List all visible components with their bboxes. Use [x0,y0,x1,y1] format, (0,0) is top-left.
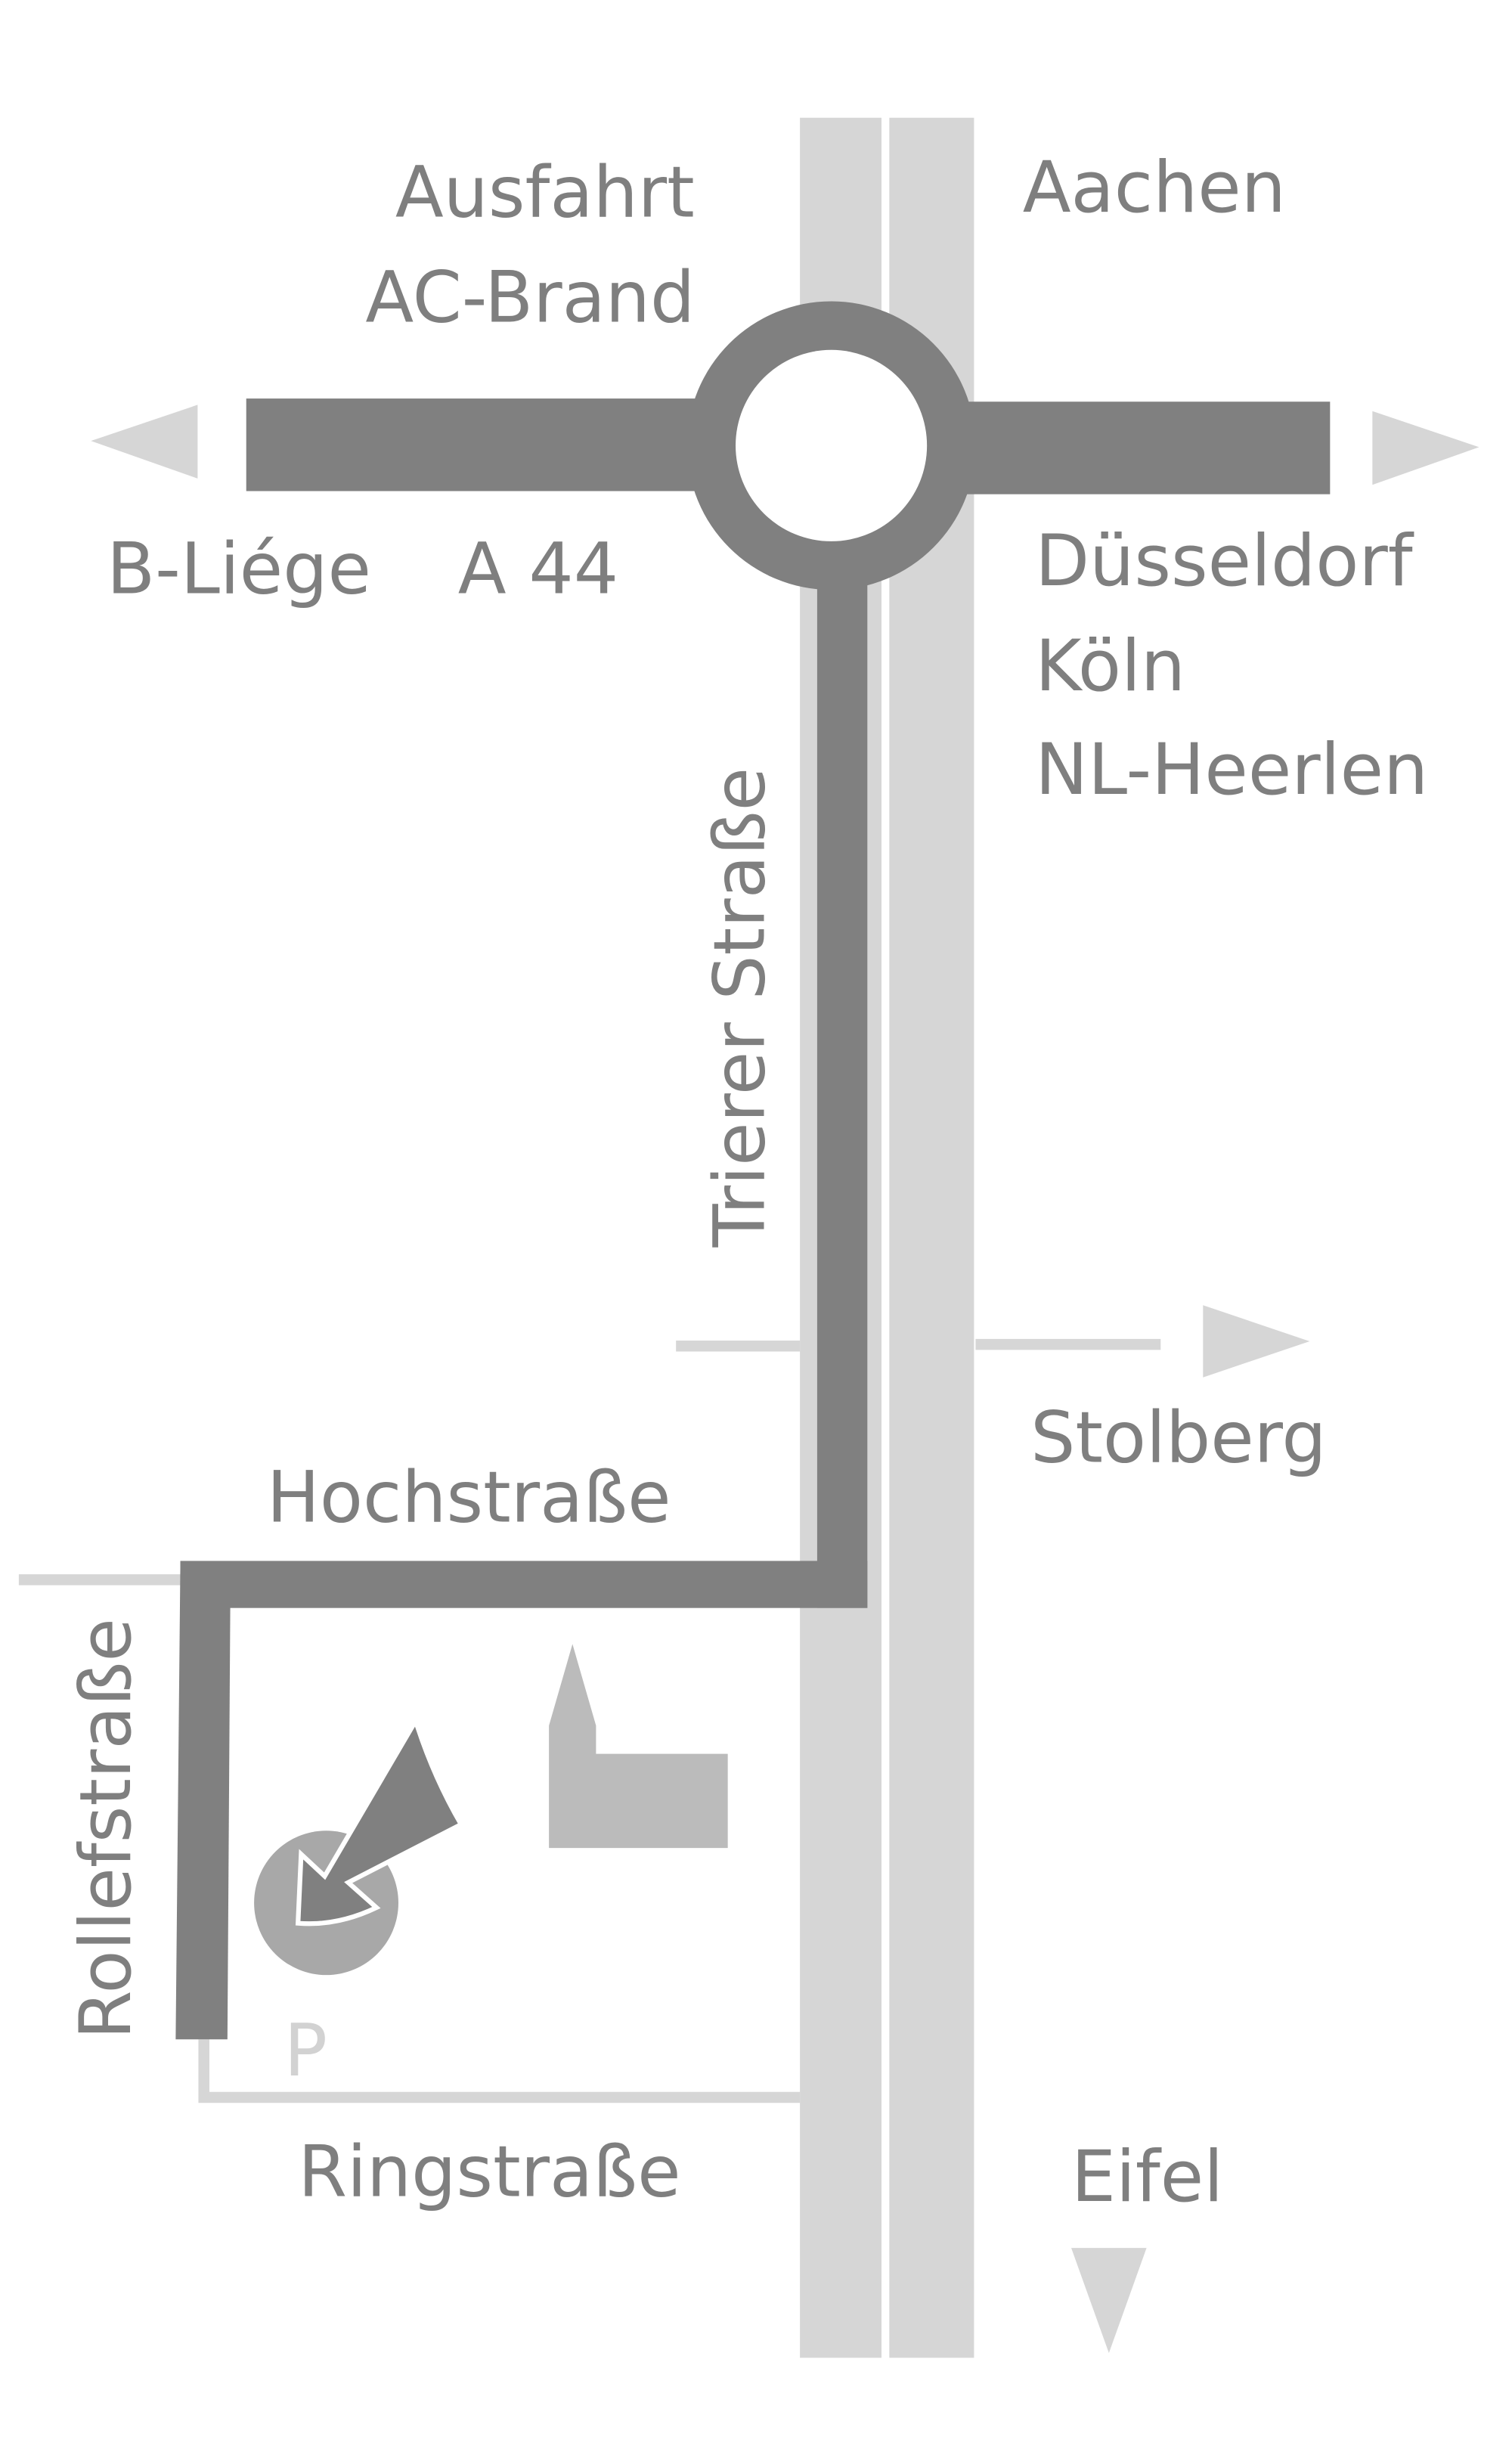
arrow-eifel-icon [1071,2248,1147,2354]
destination-arrow-icon [295,1715,465,1927]
label-ringstrasse: Ringstraße [298,2131,680,2214]
label-koeln: Köln [1035,625,1185,708]
label-a44: A 44 [458,528,618,610]
label-exit-line1: Ausfahrt [395,151,695,234]
label-heerlen: NL-Heerlen [1035,729,1428,811]
main-route [175,301,1331,2040]
arrow-east-icon [1372,411,1479,485]
label-aachen: Aachen [1023,147,1286,229]
label-liege: B-Liége [107,528,371,610]
parking-label: P [284,2008,328,2093]
label-trierer-strasse: Trierer Straße [699,767,781,1248]
church-icon [549,1644,728,1849]
roundabout-center [736,349,928,541]
label-duesseldorf: Düsseldorf [1035,520,1414,603]
label-exit-line2: AC-Brand [365,256,695,339]
label-hochstrasse: Hochstraße [267,1457,671,1539]
label-eifel: Eifel [1071,2136,1223,2218]
arrow-west-icon [91,405,198,479]
arrow-stolberg-icon [1203,1305,1310,1378]
minor-roads [18,1338,1161,2103]
label-stolberg: Stolberg [1030,1397,1327,1480]
label-rollefstrasse: Rollefstraße [65,1618,147,2039]
